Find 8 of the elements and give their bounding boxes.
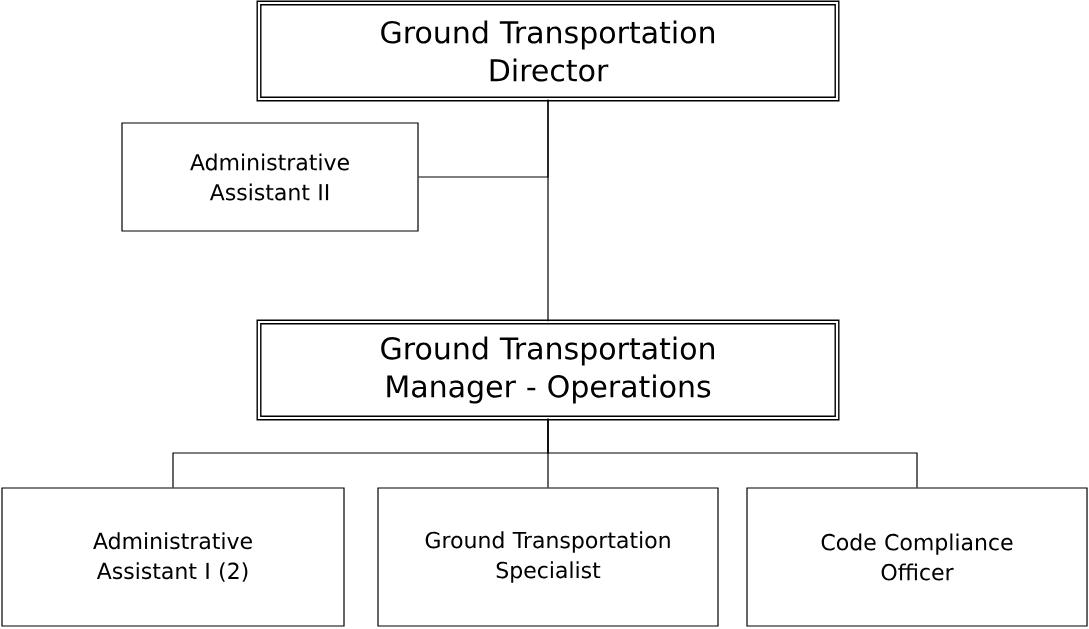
position-box: Administrative Assistant II — [121, 122, 419, 232]
position-box: Administrative Assistant I (2) — [1, 487, 345, 627]
manager-box: Ground Transportation Manager - Operations — [256, 319, 840, 421]
connector-line — [547, 418, 918, 488]
position-box: Code Compliance Officer — [746, 487, 1088, 627]
position-box: Ground Transportation Specialist — [377, 487, 719, 627]
connector-line — [418, 99, 549, 178]
manager-box: Ground Transportation Director — [256, 0, 840, 102]
